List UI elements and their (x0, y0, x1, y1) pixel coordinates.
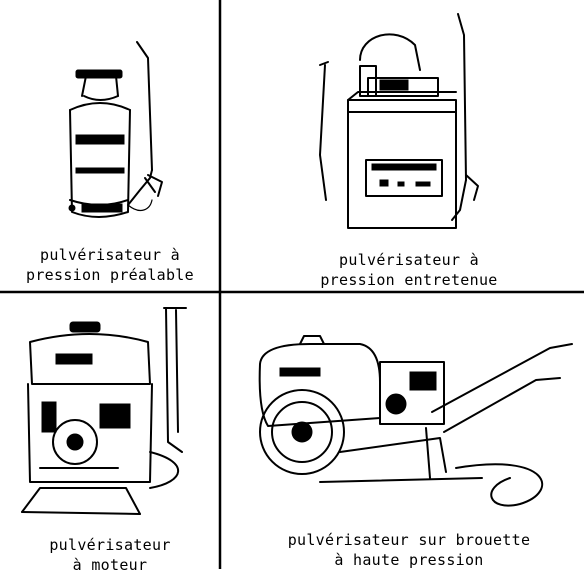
caption-line-2: à moteur (72, 556, 148, 574)
caption-line-1: pulvérisateur à (339, 251, 479, 269)
caption-sustained-pressure-sprayer: pulvérisateur à pression entretenue (244, 250, 574, 290)
wheelbarrow-sprayer-illustration (258, 335, 573, 507)
caption-motor-sprayer: pulvérisateur à moteur (10, 535, 210, 575)
panel-wheelbarrow-sprayer: pulvérisateur sur brouette à haute press… (220, 292, 584, 569)
caption-line-1: pulvérisateur (49, 536, 171, 554)
caption-wheelbarrow-sprayer: pulvérisateur sur brouette à haute press… (244, 530, 574, 570)
caption-line-1: pulvérisateur sur brouette (287, 531, 531, 549)
motor-sprayer-illustration (21, 307, 187, 515)
pre-pressure-sprayer-illustration (68, 41, 163, 218)
caption-line-1: pulvérisateur à (40, 246, 180, 264)
caption-line-2: pression entretenue (320, 271, 498, 289)
panel-sustained-pressure-sprayer: pulvérisateur à pression entretenue (220, 0, 584, 292)
caption-line-2: pression préalable (26, 266, 194, 284)
panel-motor-sprayer: pulvérisateur à moteur (0, 292, 220, 574)
caption-pre-pressure-sprayer: pulvérisateur à pression préalable (10, 245, 210, 285)
caption-line-2: à haute pression (334, 551, 484, 569)
sustained-pressure-sprayer-illustration (319, 13, 479, 229)
panel-pre-pressure-sprayer: pulvérisateur à pression préalable (0, 0, 220, 292)
